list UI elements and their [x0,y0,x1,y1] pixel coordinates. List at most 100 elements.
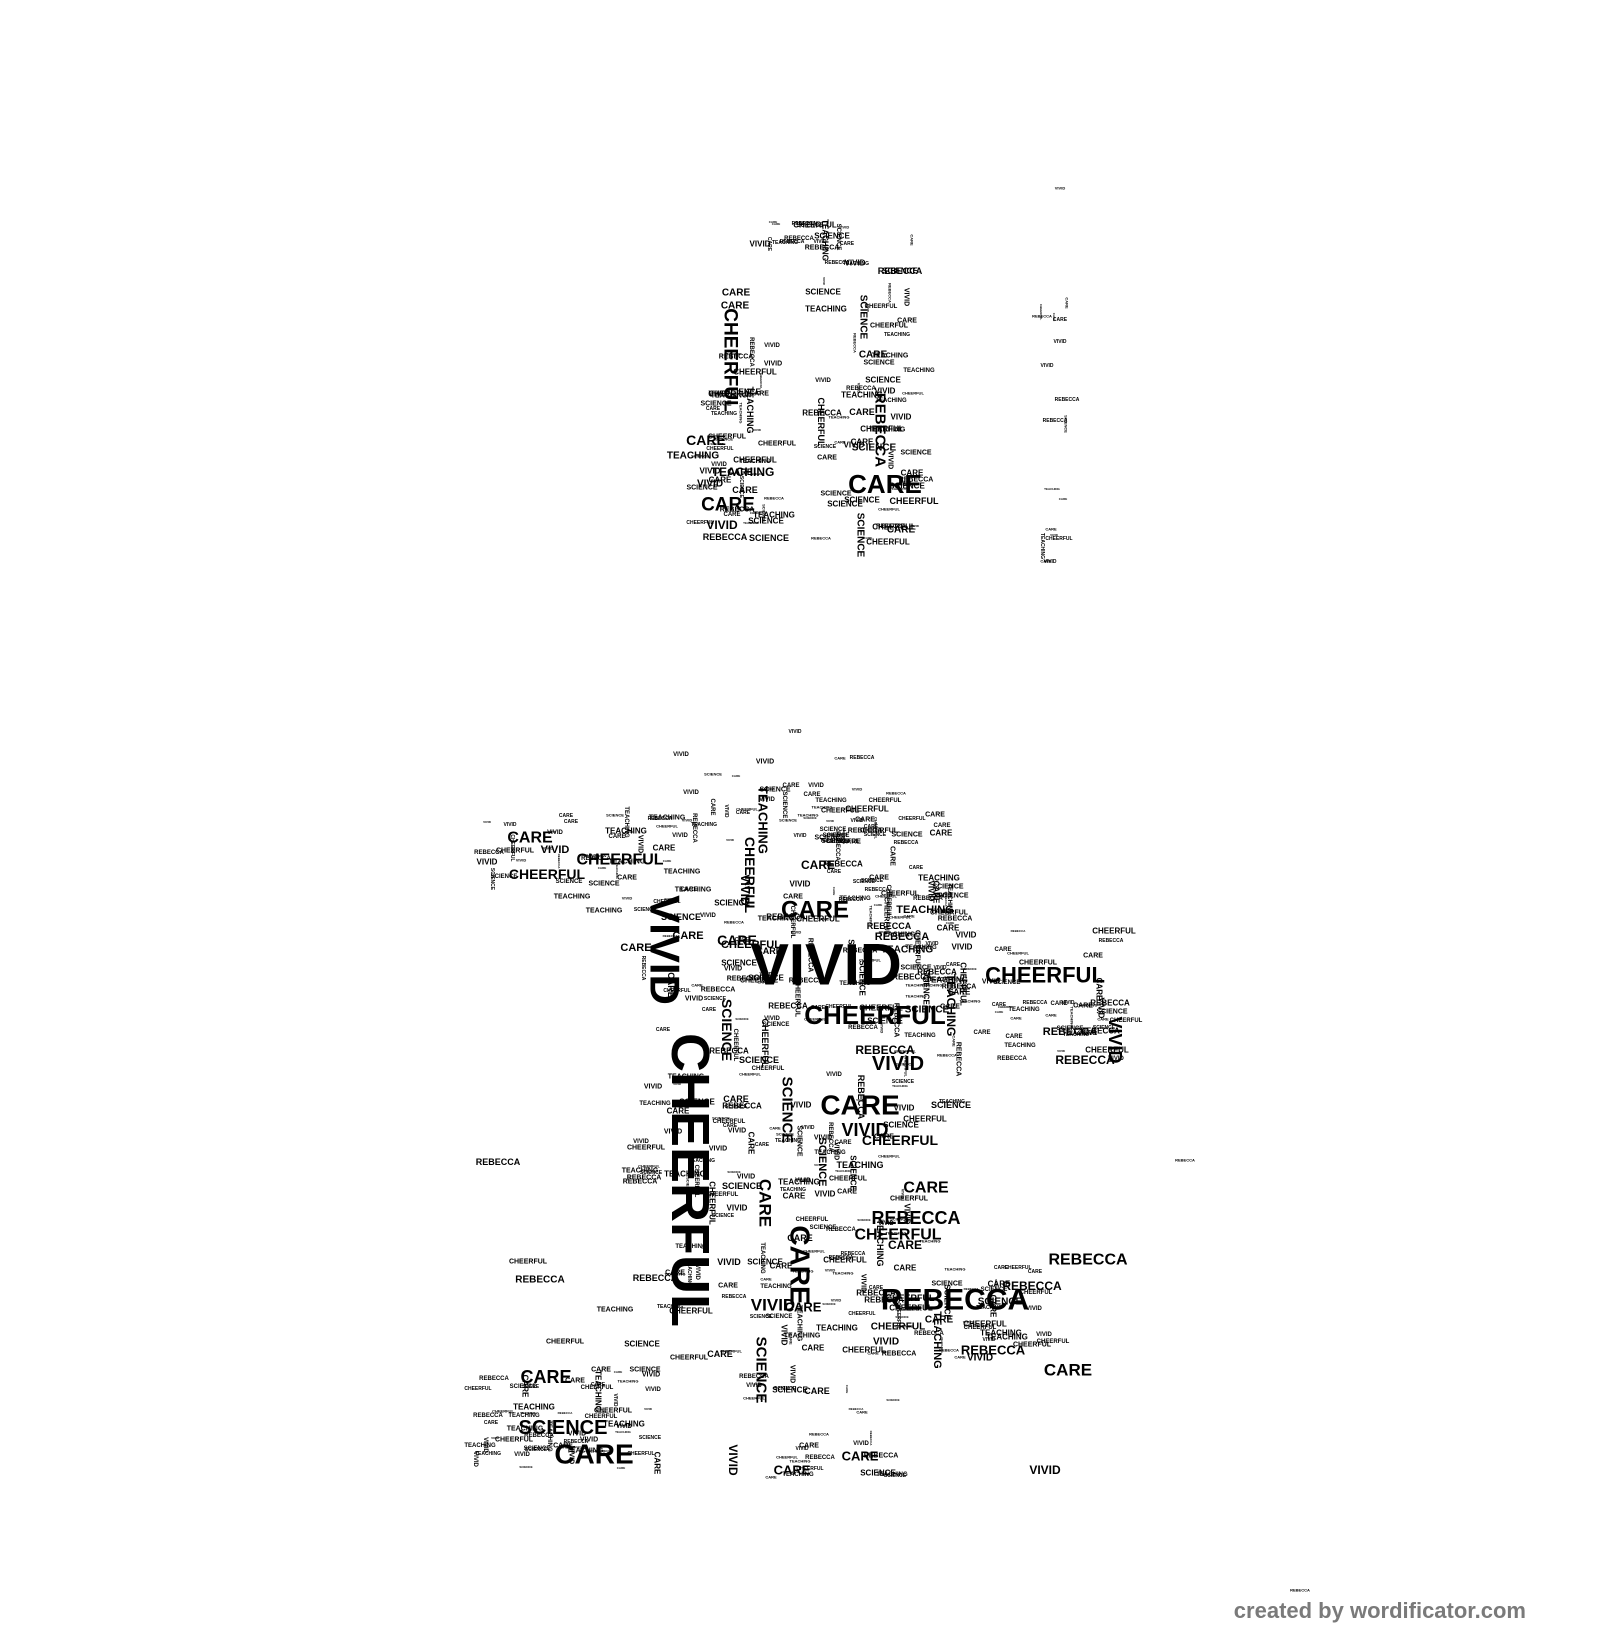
cloud-word: CARE [851,438,874,447]
cloud-word: VIVID [764,361,782,368]
cloud-word: CARE [954,1355,966,1360]
cloud-word: TEACHING [946,883,952,915]
cloud-word: CARE [680,887,697,893]
cloud-word: TEACHING [615,1430,631,1434]
cloud-word: CARE [749,391,769,398]
cloud-word: SCIENCE [882,267,918,276]
cloud-word: SCIENCE [900,450,931,457]
cloud-word: TEACHING [976,1305,1002,1311]
cloud-word: TEACHING [906,994,927,999]
cloud-word: CHEERFUL [848,1311,875,1317]
cloud-word: CARE [988,1280,1011,1289]
cloud-word: CARE [521,1375,530,1398]
cloud-word: SCIENCE [858,960,867,996]
cloud-word: TEACHING [759,1242,765,1274]
cloud-word: CHEERFUL [859,958,881,963]
cloud-word: CARE [722,288,751,299]
cloud-word: CARE [617,875,637,882]
cloud-word: CHEERFUL [1110,1018,1143,1024]
cloud-word: CARE [666,972,676,998]
cloud-word: VIVID [673,1082,682,1086]
cloud-word: TEACHING [603,1420,645,1429]
cloud-word: SCIENCE [748,517,784,526]
cloud-word: REBECCA [888,283,893,303]
cloud-word: VIVID [644,1407,653,1411]
cloud-word: CHEERFUL [796,1217,829,1223]
cloud-word: VIVID [850,818,863,824]
cloud-word: TEACHING [567,1448,604,1455]
cloud-word: REBECCA [843,948,878,955]
cloud-word: TEACHING [1063,1032,1089,1038]
cloud-word: VIVID [853,1441,869,1447]
cloud-word: REBECCA [802,409,842,418]
cloud-word: SCIENCE [884,1473,907,1479]
cloud-word: REBECCA [826,1227,856,1233]
cloud-word: CHEERFUL [708,434,747,441]
cloud-word: SCIENCE [847,939,856,975]
cloud-word: CARE [653,1452,662,1475]
cloud-word: SCIENCE [661,912,701,922]
cloud-word: REBECCA [823,860,863,869]
cloud-word: REBECCA [1080,1027,1120,1036]
cloud-word: REBECCA [864,1453,899,1460]
cloud-word: CHEERFUL [886,1293,936,1303]
cloud-word: SCIENCE [922,969,931,1005]
cloud-word: CHEERFUL [740,978,779,985]
cloud-word: CARE [995,1010,1004,1014]
cloud-word: CARE [564,819,579,825]
cloud-word: SCIENCE [588,881,619,888]
cloud-word: VIVID [791,1101,812,1110]
cloud-word: CHEERFUL [895,1302,901,1329]
cloud-word: CARE [1059,497,1068,501]
cloud-word: CHEERFUL [706,446,733,452]
cloud-word: CHEERFUL [546,1339,585,1346]
cloud-word: CARE [723,1094,749,1104]
cloud-word: VIVID [664,1129,682,1136]
cloud-word: SCIENCE [766,1314,793,1320]
cloud-word: CARE [869,875,889,882]
cloud-word: REBECCA [727,976,762,983]
cloud-word: CHEERFUL [693,1165,699,1198]
cloud-word: VIVID [586,854,599,860]
cloud-word: CHEERFUL [804,1017,826,1022]
cloud-word: SCIENCE [863,360,894,367]
cloud-word: CARE [827,869,842,875]
cloud-word: SCIENCE [803,816,816,820]
cloud-word: TEACHING [922,983,943,988]
cloud-word: CARE [952,1035,957,1047]
cloud-word: TEACHING [829,415,850,420]
cloud-word: REBECCA [942,984,977,991]
cloud-word: CARE [817,917,829,922]
cloud-word: VIVID [934,909,950,915]
cloud-word: TEACHING [841,391,883,400]
cloud-word: REBECCA [846,386,876,392]
cloud-word: CARE [948,988,971,997]
cloud-word: CARE [1053,317,1068,323]
cloud-word: CHEERFUL [464,1386,491,1392]
cloud-word: SCIENCE [525,1447,548,1453]
cloud-word: CARE [845,1385,849,1394]
cloud-word: VIVID [547,830,563,836]
cloud-word: REBECCA [878,266,923,276]
cloud-word: SCIENCE [749,533,789,543]
cloud-word: CHEERFUL [509,834,515,861]
cloud-word: TEACHING [903,368,935,374]
cloud-word: CHEERFUL [869,798,902,804]
cloud-word: CHEERFUL [898,816,925,822]
cloud-word: VIVID [790,880,811,889]
cloud-word: TEACHING [689,1158,715,1164]
cloud-word: CARE [1040,559,1052,564]
cloud-word: REBECCA [789,978,824,985]
cloud-word: REBECCA [853,333,858,353]
cloud-word: VIVID [706,518,738,532]
cloud-word: CHEERFUL [904,1055,909,1077]
cloud-word: REBECCA [722,1102,762,1111]
cloud-word: CARE [706,406,721,412]
cloud-word: VIVID [746,1383,762,1389]
cloud-word: VIVID [1097,998,1106,1019]
cloud-word: CHEERFUL [889,915,911,920]
cloud-word: CARE [591,1367,611,1374]
cloud-word: CARE [718,1283,738,1290]
cloud-word: VIVID [994,1279,998,1288]
cloud-word: CHEERFUL [803,1249,825,1254]
